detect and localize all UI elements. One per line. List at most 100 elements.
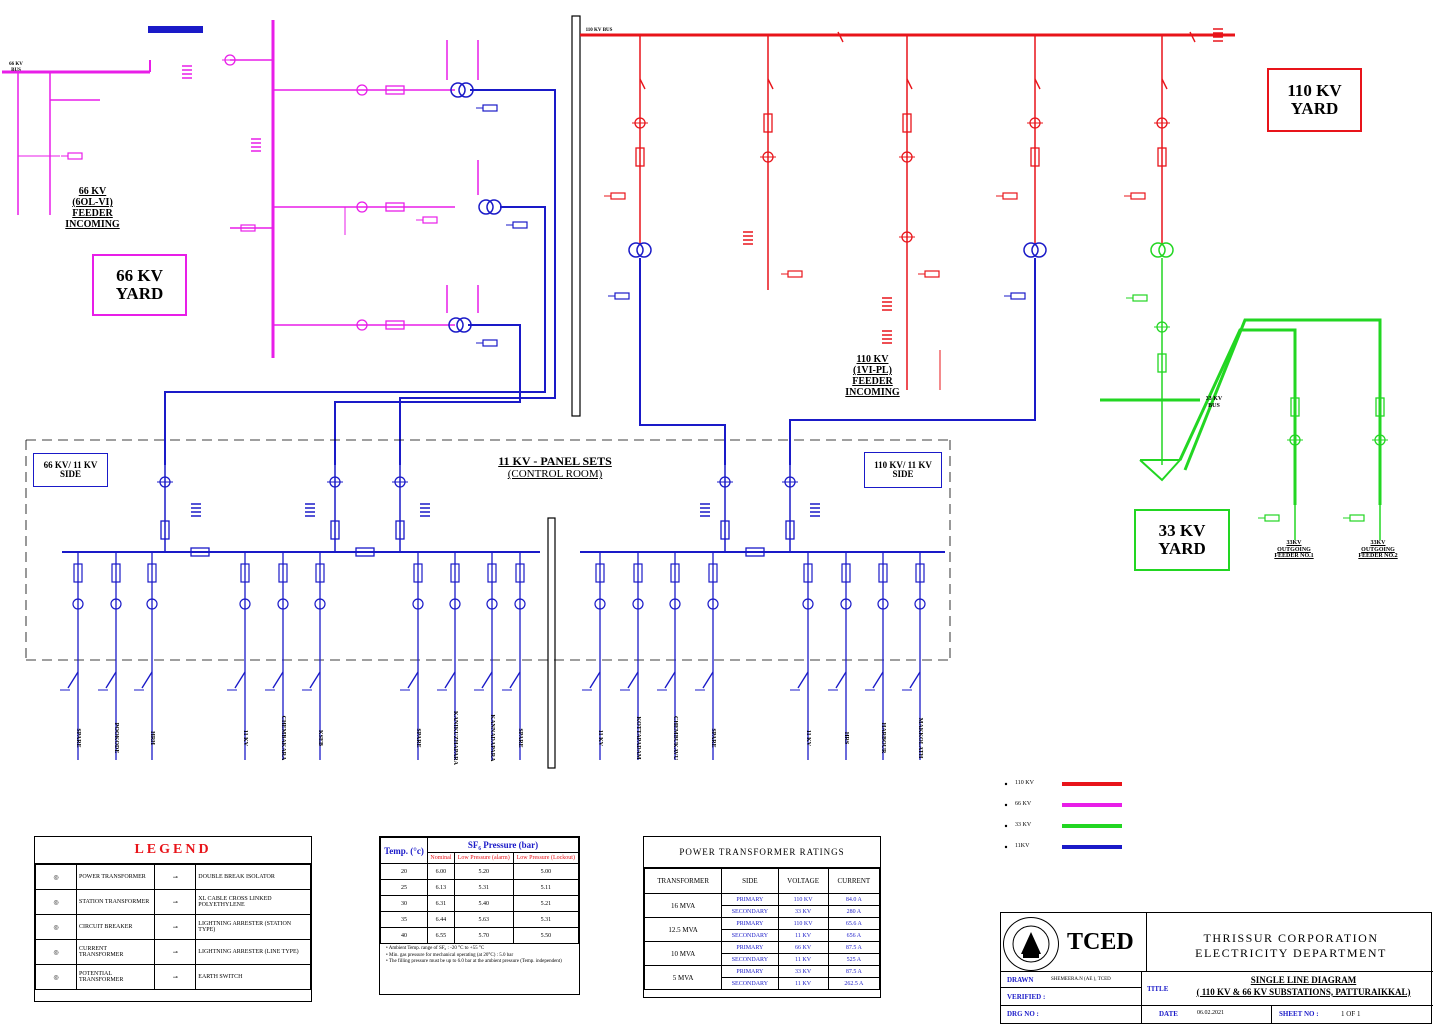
feeder-drop [582,552,606,760]
ratings-cell: 11 KV [777,977,829,990]
yard-66kv-line1: 66 KV [116,266,163,286]
verified-label: VERIFIED : [1007,993,1046,1001]
sf6-cell: 5.40 [453,895,514,912]
feeder-drop [865,552,889,760]
ratings-cell: 262.5 A [827,977,881,990]
kv33-section [1100,242,1389,540]
feeder-drop [790,552,814,760]
ratings-cell: 11 KV [777,953,829,966]
legend-symbol-icon: ⊸ [154,864,197,890]
ratings-cell: 66 KV [777,941,829,954]
feeder-drop [265,552,289,760]
yard-66kv-line2: YARD [115,284,164,303]
legend-symbol-icon: ◎ [35,914,77,940]
feeder-name: SPARE [710,728,716,748]
ratings-cell: SECONDARY [721,905,779,918]
ratings-col-header: VOLTAGE [777,868,829,894]
side-110kv-box: 110 KV/ 11 KV SIDE [864,452,942,488]
legend-title: LEGEND [35,837,311,864]
sf6-cell: 20 [380,863,428,880]
ratings-cell: 65.6 A [827,917,881,930]
sf6-cell: 30 [380,895,428,912]
voltage-legend-66: 66 KV [1015,801,1032,807]
title-label: TITLE [1147,985,1169,993]
legend-label: XL CABLE CROSS LINKED POLYETHYLENE [195,889,311,915]
legend-symbol-icon: ⊸ [154,914,197,940]
ratings-cell: 110 KV [777,917,829,930]
feeder-drop [98,552,122,760]
legend-row: ◎ CURRENT TRANSFORMER ⊸ LIGHTNING ARREST… [35,939,311,965]
drawing-title: SINGLE LINE DIAGRAM( 110 KV & 66 KV SUBS… [1196,975,1411,997]
blue-marker [148,26,203,33]
sf6-cell: 40 [380,927,428,944]
voltage-legend [1004,782,1122,849]
sf6-cell: 5.21 [512,895,580,912]
ratings-cell: PRIMARY [721,893,779,906]
yard-33kv-line1: 33 KV [1158,521,1206,541]
sf6-cell: 5.20 [453,863,514,880]
feeder-name: CHEMBAKARA [280,715,286,761]
ratings-cell: 656 A [827,929,881,942]
sf6-cell: 35 [380,911,428,928]
legend-label: CURRENT TRANSFORMER [75,939,156,965]
kv110-transformers [607,242,1047,300]
feeder-name: HRS [843,731,849,745]
feeder-drop [620,552,644,760]
ratings-title: POWER TRANSFORMER RATINGS [644,837,880,868]
yard-33kv-box: 33 KV YARD [1134,509,1230,571]
feeder-drop [400,552,424,760]
legend-symbol-icon: ⊸ [154,964,197,990]
ratings-cell: 33 KV [777,965,829,978]
feeder-name: SPARE [75,728,81,748]
sf6-note: • The filling pressure must be up to 6.0… [386,959,562,964]
ratings-cell: 280 A [827,905,881,918]
sf6-cell: 5.00 [512,863,580,880]
voltage-legend-33: 33 KV [1015,822,1032,828]
legend-label: LIGHTNING ARRESTER (STATION TYPE) [195,914,311,940]
feeder-drop [134,552,158,760]
kv11-panels [62,465,945,557]
sf6-temp-header: Temp. (°c) [380,837,428,864]
kv110-bus-label: 110 KV BUS [585,28,613,33]
ratings-cell: SECONDARY [721,929,779,942]
sf6-cell: 6.13 [427,879,455,896]
ratings-cell: PRIMARY [721,965,779,978]
drg-label: DRG NO : [1007,1010,1039,1018]
kv66-bus-label: 66 KV BUS [9,62,23,73]
feeder-name: HARBOUR [880,722,886,754]
barrier-mid [547,517,556,769]
legend-symbol-icon: ⊸ [154,889,197,915]
feeder-name: 11 KV [597,729,603,747]
sf6-cell: 5.11 [512,879,580,896]
ratings-transformer: 5 MVA [643,965,723,990]
feeder-drop [695,552,719,760]
voltage-legend-11: 11KV [1015,843,1030,849]
legend-row: ◎ POWER TRANSFORMER ⊸ DOUBLE BREAK ISOLA… [35,864,311,890]
legend-row: ◎ STATION TRANSFORMER ⊸ XL CABLE CROSS L… [35,889,311,915]
bus33-label: 33 KV BUS [1205,396,1223,409]
feeder-name: KSEB [317,729,323,746]
yard-110kv-box: 110 KV YARD [1267,68,1362,132]
voltage-legend-110: 110 KV [1015,780,1034,786]
ratings-cell: PRIMARY [721,941,779,954]
sf6-cell: 5.31 [512,911,580,928]
feeder-name: KANIKUZHAPARA [452,711,458,765]
drawn-label: DRAWN [1007,976,1034,984]
sf6-cell: 5.63 [453,911,514,928]
yard-110kv-line1: 110 KV [1287,81,1342,101]
legend-symbol-icon: ⊸ [154,939,197,965]
legend-label: DOUBLE BREAK ISOLATOR [195,864,311,890]
voltage-legend-bullet [1004,803,1008,807]
feeder-name: 11 KV [805,729,811,747]
ratings-cell: 110 KV [777,893,829,906]
sf6-cell: 5.31 [453,879,514,896]
legend-label: CIRCUIT BREAKER [75,914,156,940]
